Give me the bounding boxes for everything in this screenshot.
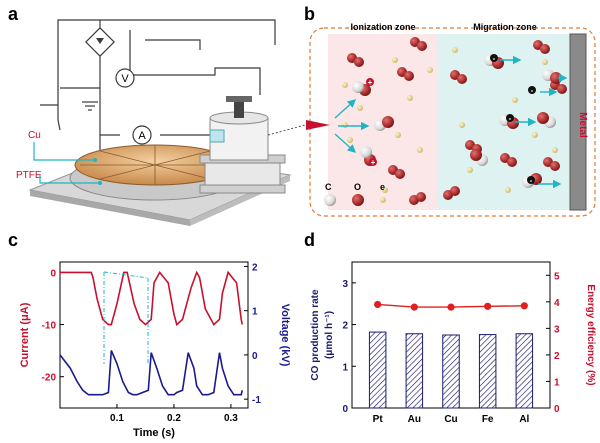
y2-tick-label: 1 bbox=[554, 377, 560, 388]
migration-zone-label: Migration zone bbox=[473, 22, 537, 32]
metal-plate bbox=[569, 33, 587, 211]
y-tick-label: 1 bbox=[342, 362, 348, 373]
svg-text:V: V bbox=[121, 73, 129, 85]
x-tick-label: Cu bbox=[444, 414, 457, 425]
y-tick-label: -10 bbox=[42, 321, 57, 332]
panel-c-ylabel-left: Current (μA) bbox=[19, 302, 31, 367]
y-tick-label: 0 bbox=[50, 268, 56, 279]
y2-tick-label: 4 bbox=[554, 298, 560, 309]
panel-c-ylabel-right: Voltage (kV) bbox=[279, 304, 291, 367]
y2-tick-label: 2 bbox=[554, 351, 560, 362]
y2-tick-label: 2 bbox=[252, 262, 258, 273]
ion-charges: + + - - - - bbox=[366, 54, 536, 185]
svg-text:+: + bbox=[371, 158, 376, 167]
y2-tick-label: -1 bbox=[252, 395, 261, 406]
current-series-line bbox=[60, 270, 244, 327]
y2-tick-label: 1 bbox=[252, 307, 258, 318]
panel-d-x-ticks: Pt Au Cu Fe Al bbox=[373, 414, 530, 425]
panel-d-letter: d bbox=[304, 230, 315, 250]
co-rate-bar-al bbox=[515, 333, 534, 409]
x-tick-label: 0.3 bbox=[224, 413, 238, 424]
svg-text:-: - bbox=[509, 114, 512, 123]
efficiency-point-cu bbox=[447, 303, 455, 311]
panel-d-ylabel-left-line1: CO production rate bbox=[310, 289, 321, 381]
efficiency-point-al bbox=[520, 302, 528, 310]
co-rate-bar-fe bbox=[478, 334, 497, 409]
y2-tick-label: 5 bbox=[554, 271, 560, 282]
efficiency-point-au bbox=[410, 303, 418, 311]
panel-d-efficiency-line bbox=[374, 300, 528, 311]
svg-text:-: - bbox=[493, 54, 496, 63]
panel-d-bars bbox=[368, 331, 534, 409]
panel-d-y-ticks-left: 0 1 2 3 bbox=[342, 279, 356, 415]
metal-label: Metal bbox=[577, 112, 588, 138]
panel-c-y-ticks-right: 2 1 0 -1 bbox=[244, 262, 261, 406]
panel-b-letter: b bbox=[304, 4, 315, 24]
svg-text:e: e bbox=[380, 182, 385, 192]
ionization-zone-label: Ionization zone bbox=[351, 22, 416, 32]
panel-d-ylabel-left-line2: (μmol h⁻¹) bbox=[324, 311, 335, 359]
panel-d: d Pt Au Cu Fe Al 0 1 2 3 0 1 2 3 4 5 CO production r… bbox=[304, 230, 596, 425]
ammeter: A bbox=[132, 125, 152, 145]
atom-legend: C O e bbox=[324, 182, 386, 206]
y-tick-label: 3 bbox=[342, 279, 348, 290]
svg-text:-: - bbox=[530, 176, 533, 185]
panel-c-xlabel: Time (s) bbox=[133, 427, 175, 439]
y-tick-label: -20 bbox=[42, 373, 57, 384]
cu-label: Cu bbox=[28, 130, 41, 141]
oxygen-molecules bbox=[347, 37, 567, 205]
x-tick-label: 0.1 bbox=[110, 413, 124, 424]
voltmeter: V bbox=[115, 68, 135, 88]
x-tick-label: 0.2 bbox=[167, 413, 181, 424]
needle-tip bbox=[306, 120, 330, 130]
ptfe-label: PTFE bbox=[16, 170, 42, 181]
voltage-series-line bbox=[59, 350, 244, 396]
svg-text:A: A bbox=[138, 130, 146, 142]
svg-text:O: O bbox=[354, 182, 361, 192]
y2-tick-label: 0 bbox=[252, 351, 258, 362]
panel-a-letter: a bbox=[8, 4, 19, 24]
migration-arrows bbox=[334, 55, 568, 189]
panel-c: c 0.1 0.2 0.3 0 -10 -20 2 1 0 -1 Time (s) Curre… bbox=[8, 230, 291, 439]
efficiency-point-fe bbox=[484, 302, 492, 310]
co-rate-bar-au bbox=[405, 333, 424, 409]
efficiency-point-pt bbox=[374, 300, 382, 309]
y2-tick-label: 0 bbox=[554, 404, 560, 415]
svg-text:C: C bbox=[325, 182, 332, 192]
panel-c-x-ticks: 0.1 0.2 0.3 bbox=[110, 404, 238, 424]
svg-text:-: - bbox=[531, 86, 534, 95]
x-tick-label: Al bbox=[519, 414, 529, 425]
rectifier-bridge bbox=[85, 27, 115, 57]
panel-b: b Metal Ionization zone Migration zone bbox=[304, 4, 596, 217]
panel-c-letter: c bbox=[8, 230, 18, 250]
co-rate-bar-cu bbox=[442, 334, 460, 409]
panel-d-ylabel-right: Energy efficiency (%) bbox=[585, 284, 596, 385]
x-tick-label: Au bbox=[408, 414, 421, 425]
x-tick-label: Pt bbox=[373, 414, 384, 425]
panel-d-y-ticks-right: 0 1 2 3 4 5 bbox=[546, 271, 560, 415]
y-tick-label: 0 bbox=[342, 404, 348, 415]
y-tick-label: 2 bbox=[342, 321, 348, 332]
panel-c-series bbox=[59, 270, 244, 396]
y2-tick-label: 3 bbox=[554, 324, 560, 335]
x-tick-label: Fe bbox=[482, 414, 494, 425]
panel-a: a V bbox=[8, 4, 306, 226]
ground-symbol bbox=[82, 101, 98, 111]
electrons bbox=[342, 47, 558, 193]
reactor-vessel bbox=[199, 96, 286, 194]
co-rate-bar-pt bbox=[368, 331, 387, 409]
svg-text:+: + bbox=[368, 78, 373, 87]
